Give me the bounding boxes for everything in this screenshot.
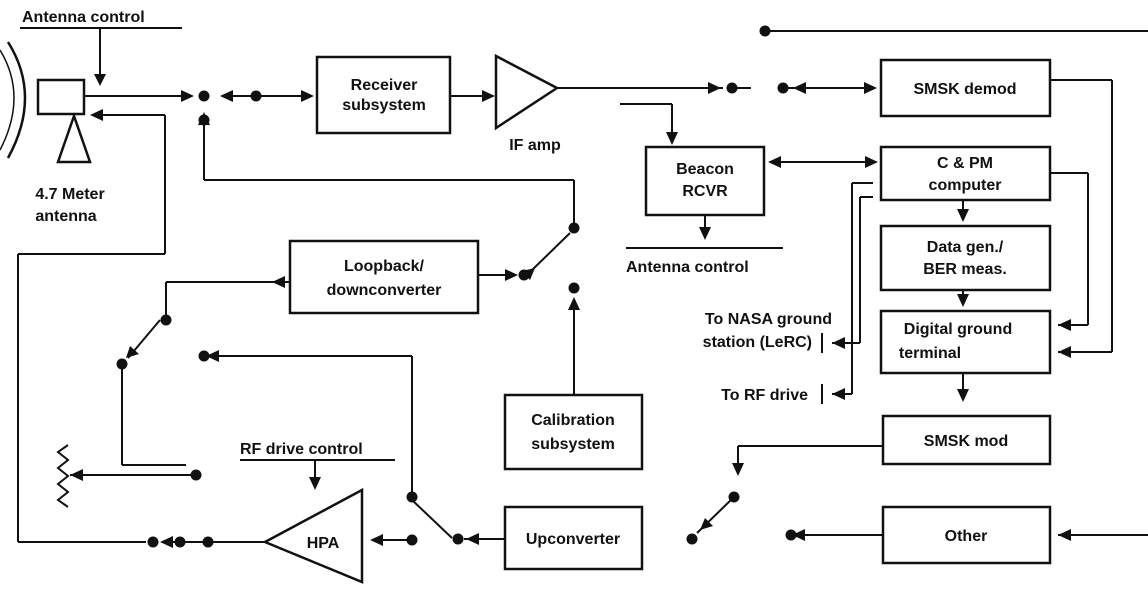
smsk-mod-block — [881, 414, 1052, 466]
beacon-label-line1: Beacon — [676, 161, 734, 178]
upconverter-label: Upconverter — [526, 531, 620, 548]
hpa-triangle — [262, 487, 364, 584]
cpm-label-line1: C & PM — [937, 155, 993, 172]
beacon-rcvr-block — [644, 145, 766, 217]
to-rf-drive-label: To RF drive — [721, 387, 808, 404]
if-amp-label: IF amp — [509, 137, 561, 154]
calibration-label-line1: Calibration — [531, 412, 615, 429]
smsk-mod-label: SMSK mod — [924, 433, 1008, 450]
loopback-label-line1: Loopback/ — [344, 258, 425, 275]
antenna-control-beacon-label: Antenna control — [626, 259, 749, 276]
calibration-label-line2: subsystem — [531, 436, 615, 453]
beacon-label-line2: RCVR — [682, 183, 728, 200]
hpa-label: HPA — [307, 535, 340, 552]
to-nasa-line2: station (LeRC) — [703, 334, 812, 351]
antenna — [0, 41, 92, 164]
receiver-label-line1: Receiver — [351, 77, 418, 94]
attenuator-icon — [56, 444, 70, 508]
antenna-name-line2: antenna — [35, 208, 96, 225]
antenna-feed-horn — [36, 78, 86, 116]
dgt-label-line1: Digital ground — [904, 321, 1012, 338]
receiver-label-line2: subsystem — [342, 97, 426, 114]
smsk-demod-block — [879, 58, 1052, 118]
upconverter-block — [503, 505, 644, 571]
loopback-label-line2: downconverter — [327, 282, 442, 299]
antenna-mount-icon — [56, 112, 92, 164]
cpm-computer-block — [879, 145, 1052, 202]
datagen-label-line1: Data gen./ — [927, 239, 1004, 256]
antenna-name-line1: 4.7 Meter — [35, 186, 104, 203]
rf-drive-control-label: RF drive control — [240, 441, 363, 458]
smsk-demod-label: SMSK demod — [913, 81, 1016, 98]
cpm-label-line2: computer — [929, 177, 1002, 194]
loopback-downconverter-block — [288, 239, 480, 315]
if-amp-triangle — [494, 53, 560, 131]
antenna-control-top-label: Antenna control — [22, 9, 145, 26]
arrowheads — [70, 74, 1071, 548]
connection-lines — [17, 27, 1148, 543]
dgt-label-line2: terminal — [899, 345, 961, 362]
calibration-subsystem-block — [503, 393, 644, 471]
other-block — [881, 505, 1052, 565]
digital-ground-terminal-block — [879, 309, 1052, 375]
to-nasa-line1: To NASA ground — [705, 311, 832, 328]
junction-dots — [116, 25, 797, 548]
datagen-label-line2: BER meas. — [923, 261, 1007, 278]
data-gen-ber-block — [879, 224, 1052, 292]
other-label: Other — [945, 528, 988, 545]
receiver-subsystem-block — [315, 55, 452, 135]
